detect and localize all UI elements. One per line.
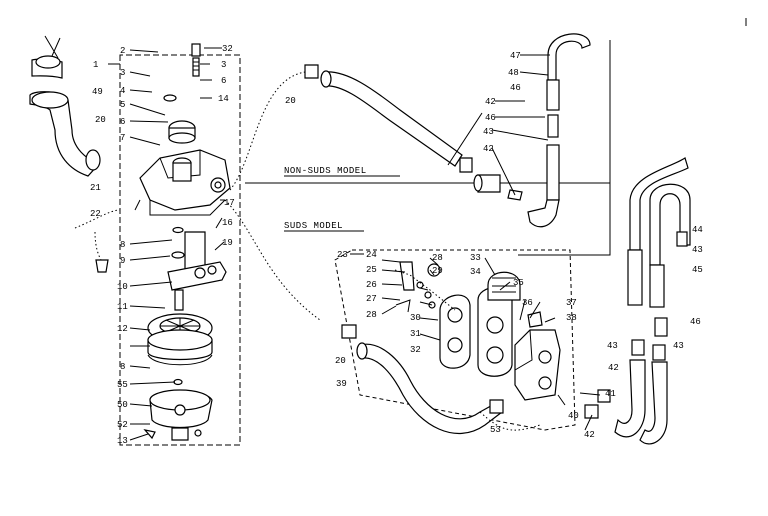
callout-labels: 1 2 3 4 5 6 7 8 9 10 11 12 8 55 50 52 13… xyxy=(90,44,703,446)
plug-22 xyxy=(74,209,121,273)
callout-42-b: 42 xyxy=(483,144,494,154)
callout-2: 2 xyxy=(120,46,125,56)
non-suds-frame xyxy=(245,40,611,256)
pump-body xyxy=(134,149,231,216)
callout-42-d: 42 xyxy=(584,430,595,440)
callout-42-a: 42 xyxy=(485,97,496,107)
callout-36: 36 xyxy=(522,298,533,308)
callout-42-c: 42 xyxy=(608,363,619,373)
callout-37: 37 xyxy=(566,298,577,308)
callout-3: 3 xyxy=(120,68,125,78)
callout-40: 40 xyxy=(568,411,579,421)
callout-44: 44 xyxy=(692,225,703,235)
callout-46-c: 46 xyxy=(690,317,701,327)
callout-31: 31 xyxy=(410,329,421,339)
callout-24: 24 xyxy=(366,250,377,260)
suds-frame xyxy=(334,249,576,431)
callout-45: 45 xyxy=(692,265,703,275)
hose-elbow-21 xyxy=(29,91,101,177)
callout-20-nonsuds: 20 xyxy=(285,96,296,106)
callout-33: 33 xyxy=(470,253,481,263)
suds-valve-38 xyxy=(514,311,561,401)
non-suds-model-title: NON-SUDS MODEL xyxy=(284,166,367,176)
suds-model-title: SUDS MODEL xyxy=(284,221,343,231)
callout-39: 39 xyxy=(336,379,347,389)
callout-1: 1 xyxy=(93,60,98,70)
pump-mid-parts xyxy=(167,226,227,311)
pump-top-cap xyxy=(163,43,201,144)
callout-50: 50 xyxy=(117,400,128,410)
callout-43-a: 43 xyxy=(483,127,494,137)
callout-43-b: 43 xyxy=(607,341,618,351)
callout-30: 30 xyxy=(410,313,421,323)
callout-41: 41 xyxy=(605,389,616,399)
callout-7: 7 xyxy=(120,133,125,143)
suds-plates-30-34 xyxy=(439,271,521,377)
callout-27: 27 xyxy=(366,294,377,304)
callout-20-suds: 20 xyxy=(335,356,346,366)
callout-35: 35 xyxy=(513,278,524,288)
callout-17: 17 xyxy=(224,198,235,208)
callout-26: 26 xyxy=(366,280,377,290)
suds-hose-39 xyxy=(341,324,504,435)
callout-43-d: 43 xyxy=(692,245,703,255)
leader-lines xyxy=(108,47,601,441)
callout-14: 14 xyxy=(218,94,229,104)
non-suds-fittings xyxy=(459,157,523,201)
callout-9: 9 xyxy=(120,256,125,266)
callout-8-lower: 8 xyxy=(120,362,125,372)
callout-5: 5 xyxy=(120,100,125,110)
callout-4: 4 xyxy=(120,86,125,96)
non-suds-u-tube-47 xyxy=(527,33,591,228)
callout-38: 38 xyxy=(566,313,577,323)
callout-21: 21 xyxy=(90,183,101,193)
callout-10: 10 xyxy=(117,282,128,292)
main-pump-frame xyxy=(119,54,241,446)
callout-29: 29 xyxy=(432,266,443,276)
callout-13: 13 xyxy=(117,436,128,446)
callout-55: 55 xyxy=(117,380,128,390)
impeller-11-12 xyxy=(147,313,213,366)
callout-52: 52 xyxy=(117,420,128,430)
callout-11: 11 xyxy=(117,302,128,312)
non-suds-hose-48 xyxy=(304,64,463,167)
callout-20-left: 20 xyxy=(95,115,106,125)
callout-12: 12 xyxy=(117,324,128,334)
callout-6-right: 6 xyxy=(221,76,226,86)
callout-28-a: 28 xyxy=(366,310,377,320)
callout-48: 48 xyxy=(508,68,519,78)
callout-47: 47 xyxy=(510,51,521,61)
callout-46-b: 46 xyxy=(485,113,496,123)
callout-53: 53 xyxy=(490,425,501,435)
callout-43-c: 43 xyxy=(673,341,684,351)
suds-hoses-43-45 xyxy=(584,157,691,445)
pump-base-50 xyxy=(143,378,213,441)
callout-19: 19 xyxy=(222,238,233,248)
callout-22: 22 xyxy=(90,209,101,219)
callout-32-top: 32 xyxy=(222,44,233,54)
callout-28-b: 28 xyxy=(432,253,443,263)
hose-elbow-49 xyxy=(31,35,63,79)
callout-49: 49 xyxy=(92,87,103,97)
callout-25: 25 xyxy=(366,265,377,275)
callout-3-right: 3 xyxy=(221,60,226,70)
callout-32-suds: 32 xyxy=(410,345,421,355)
callout-23: 23 xyxy=(337,250,348,260)
callout-34: 34 xyxy=(470,267,481,277)
callout-16: 16 xyxy=(222,218,233,228)
callout-6: 6 xyxy=(120,117,125,127)
callout-8: 8 xyxy=(120,240,125,250)
routing-lines xyxy=(224,71,541,431)
callout-46-a: 46 xyxy=(510,83,521,93)
